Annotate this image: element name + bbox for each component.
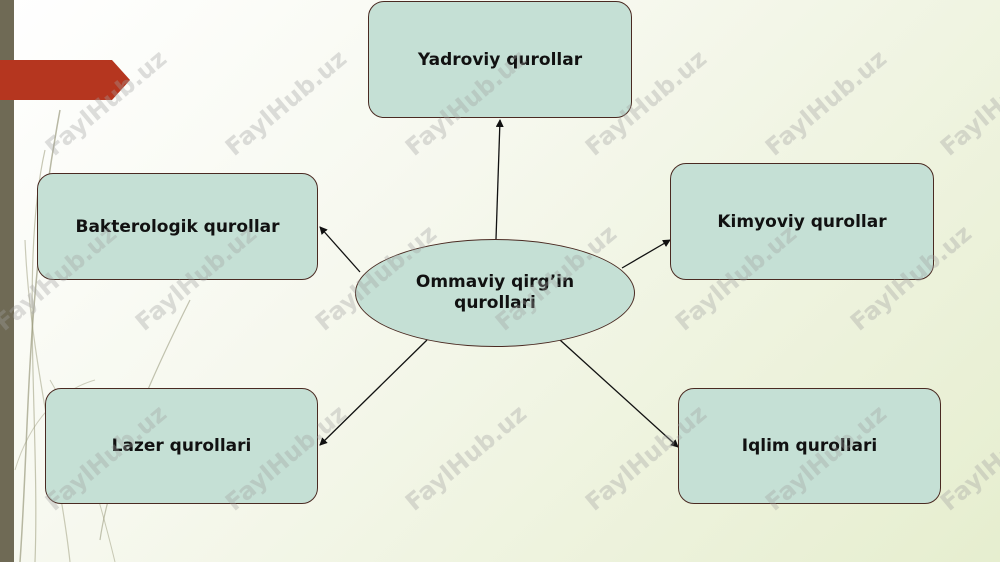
arrow-to-bottom-right	[559, 339, 679, 448]
center-node-ommaviy-qirgin-qurollari: Ommaviy qirg’in qurollari	[355, 239, 635, 347]
arrow-to-right	[621, 239, 671, 269]
node-kimyoviy-qurollar: Kimyoviy qurollar	[670, 163, 934, 280]
red-banner-arrow	[0, 60, 130, 100]
node-lazer-qurollari: Lazer qurollari	[45, 388, 318, 504]
arrow-to-bottom-left	[319, 339, 428, 446]
node-yadroviy-qurollar: Yadroviy qurollar	[368, 1, 632, 118]
node-bakterologik-qurollar: Bakterologik qurollar	[37, 173, 318, 280]
left-accent-bar	[0, 0, 14, 562]
arrow-to-top	[495, 119, 504, 240]
arrow-to-left	[319, 226, 361, 273]
node-iqlim-qurollari: Iqlim qurollari	[678, 388, 941, 504]
